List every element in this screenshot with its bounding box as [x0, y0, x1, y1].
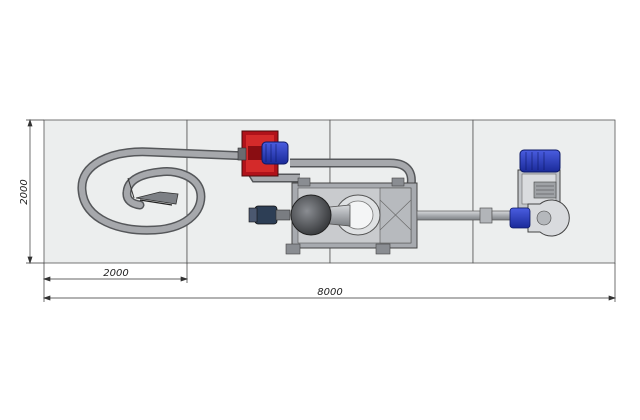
- transfer-pipe: [416, 207, 515, 224]
- flexible-hose: [77, 147, 253, 235]
- floor-panel-1: [43, 119, 188, 264]
- inlet-cone: [319, 194, 381, 236]
- blower-unit: [241, 130, 279, 177]
- side-motor: [248, 205, 291, 225]
- height-dimension: [26, 118, 44, 265]
- total-length-dimension: [42, 263, 617, 302]
- module-width-dimension: [42, 263, 189, 283]
- discharge-fan: [509, 199, 570, 237]
- height-dimension-label: 2000: [19, 179, 30, 204]
- blower-motor: [237, 141, 289, 165]
- hose-nozzle: [127, 177, 179, 206]
- drum: [290, 194, 332, 236]
- module-width-label: 2000: [103, 268, 128, 279]
- discharge-motor: [519, 149, 561, 173]
- total-length-label: 8000: [317, 287, 342, 298]
